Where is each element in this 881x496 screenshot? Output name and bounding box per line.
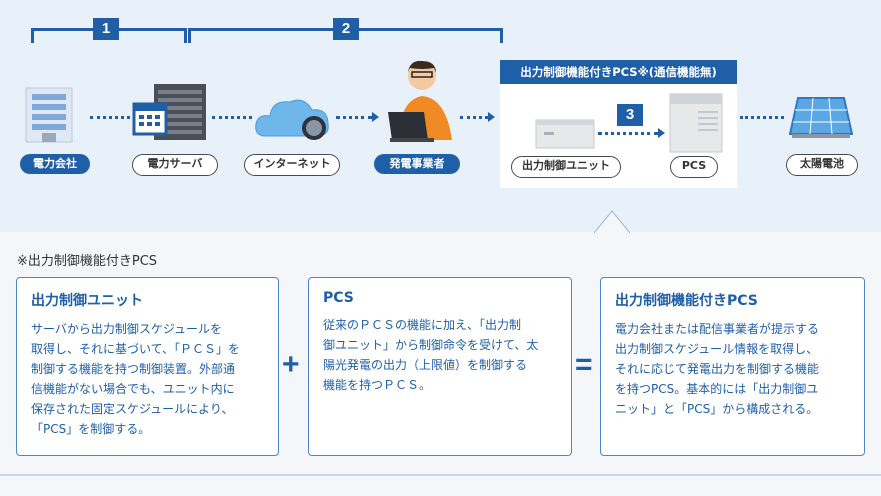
step-1-badge: 1 (93, 18, 119, 40)
plus-operator: + (282, 348, 300, 381)
card-title: PCS (323, 290, 354, 306)
label-power-server: 電力サーバ (132, 154, 218, 176)
card-title: 出力制御機能付きPCS (615, 293, 758, 309)
pcs-cabinet-icon (669, 93, 723, 153)
step-2-badge: 2 (333, 18, 359, 40)
connector-generator-pcsbox (460, 116, 488, 119)
label-pcs: PCS (670, 156, 718, 178)
connector-unit-pcs (598, 132, 658, 135)
arrow-to-pcsbox (488, 112, 495, 122)
card-title: 出力制御ユニット (31, 293, 143, 309)
card-control-unit: 出力制御ユニット サーバから出力制御スケジュールを取得し、それに基づいて、「ＰＣ… (16, 277, 279, 456)
label-generator: 発電事業者 (374, 154, 460, 174)
cloud-icon (255, 99, 329, 140)
equals-operator: = (575, 348, 593, 381)
control-unit-icon (535, 119, 595, 149)
card-pcs-with-control: 出力制御機能付きPCS 電力会社または配信事業者が提示する出力制御スケジュール情… (600, 277, 865, 456)
connector-internet-generator (336, 116, 372, 119)
label-control-unit: 出力制御ユニット (511, 156, 621, 178)
footnote: ※出力制御機能付きPCS (17, 254, 158, 269)
label-power-company: 電力会社 (20, 154, 90, 174)
building-icon (25, 87, 73, 143)
label-solar: 太陽電池 (786, 154, 858, 176)
label-internet: インターネット (244, 154, 340, 176)
person-laptop-icon (388, 60, 452, 142)
connector-pcs-solar (740, 116, 784, 119)
card-body: サーバから出力制御スケジュールを取得し、それに基づいて、「ＰＣＳ」を 制御する機… (31, 322, 241, 436)
card-body: 従来のＰＣＳの機能に加え、「出力制御ユニット」から制御命令を受けて、太 陽光発電… (323, 318, 539, 392)
card-body: 電力会社または配信事業者が提示する出力制御スケジュール情報を取得し、 それに応じ… (615, 322, 820, 416)
server-icon (132, 84, 206, 140)
connector-company-server (90, 116, 130, 119)
solar-panel-icon (788, 97, 854, 138)
connector-server-internet (212, 116, 252, 119)
step-3-badge: 3 (617, 104, 643, 126)
arrow-to-generator (372, 112, 379, 122)
pcs-box-heading: 出力制御機能付きPCS※(通信機能無) (500, 60, 737, 84)
callout-pointer (594, 210, 630, 234)
card-pcs: PCS 従来のＰＣＳの機能に加え、「出力制御ユニット」から制御命令を受けて、太 … (308, 277, 572, 456)
divider (0, 474, 881, 476)
arrow-to-pcs (658, 128, 665, 138)
